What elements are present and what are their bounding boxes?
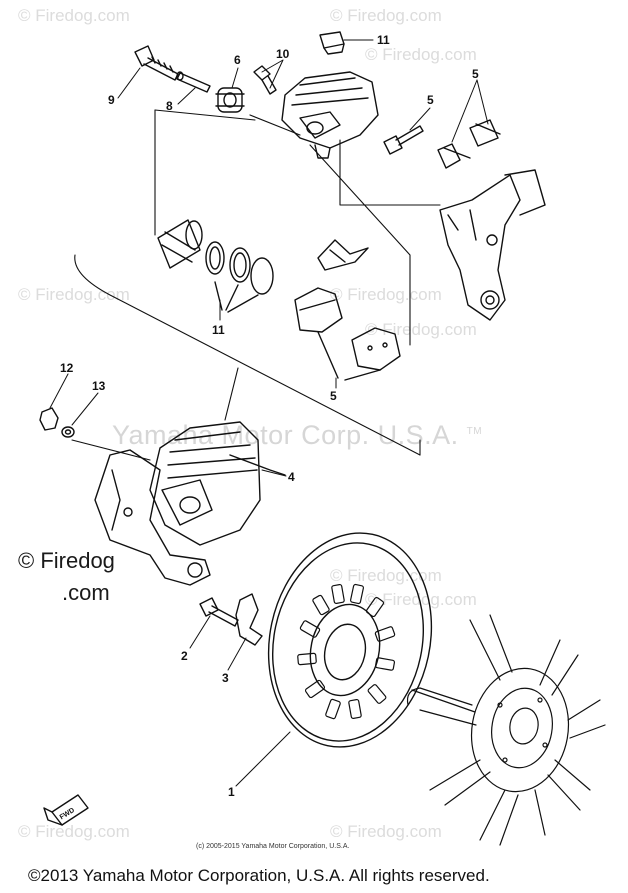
watermark: © Firedog.com [330,566,442,585]
callout-5-c: 5 [330,389,337,403]
watermark: © Firedog.com [18,822,130,841]
callout-5-b: 5 [472,67,479,81]
watermark: © Firedog.com [18,285,130,304]
corp-watermark-tm: TM [466,426,483,437]
pad-spring [317,239,369,271]
part-5-clips [437,119,501,169]
callout-12: 12 [60,361,74,375]
part-12-nut [39,407,59,431]
part-8-bolt [134,45,179,81]
watermark: © Firedog.com [365,45,477,64]
callout-labels: 9 8 6 10 11 5 5 11 5 12 13 4 2 3 1 FWD [59,33,479,821]
leader-lines [49,39,489,787]
bracket-lines [71,109,441,461]
part-13-washer [61,426,75,438]
callout-3: 3 [222,671,229,685]
brand-watermark-line1: © Firedog [18,548,115,573]
part-2-bolt [199,597,239,627]
upper-caliper [281,71,379,159]
callout-7: 8 [166,99,173,113]
footer-copyright: ©2013 Yamaha Motor Corporation, U.S.A. A… [28,866,490,885]
callout-5-a: 5 [427,93,434,107]
watermark: © Firedog.com [18,6,130,25]
watermark: © Firedog.com [330,6,442,25]
small-copyright: (c) 2005-2015 Yamaha Motor Corporation, … [196,843,350,850]
callout-2: 2 [181,649,188,663]
part-5-bolt-small [383,125,424,155]
caliper-support-bracket [439,169,546,321]
part-10-cap [319,31,345,55]
lower-caliper-bracket [94,449,211,586]
part-7-pin [176,71,211,93]
fwd-label: FWD [59,807,76,821]
watermark: © Firedog.com [365,320,477,339]
part-5-brake-pads [294,287,401,381]
callout-1: 1 [228,785,235,799]
wheel-hub [406,614,606,846]
watermark: © Firedog.com [330,822,442,841]
part-3-lock-plate [235,593,263,646]
callout-6: 6 [234,53,241,67]
callout-9: 10 [276,47,290,61]
watermark: © Firedog.com [365,590,477,609]
callout-8: 9 [108,93,115,107]
forward-arrow-icon [43,794,89,826]
watermark: © Firedog.com [330,285,442,304]
callout-4: 4 [288,470,295,484]
part-6-bushing [215,87,245,113]
part-1-brake-disc [267,532,433,748]
callout-13: 13 [92,379,106,393]
callout-10: 11 [377,33,390,47]
part-4-lower-caliper [149,421,286,546]
brand-watermark-line2: .com [62,580,110,605]
part-11-piston-seals [157,219,274,313]
callout-11: 11 [212,323,225,337]
